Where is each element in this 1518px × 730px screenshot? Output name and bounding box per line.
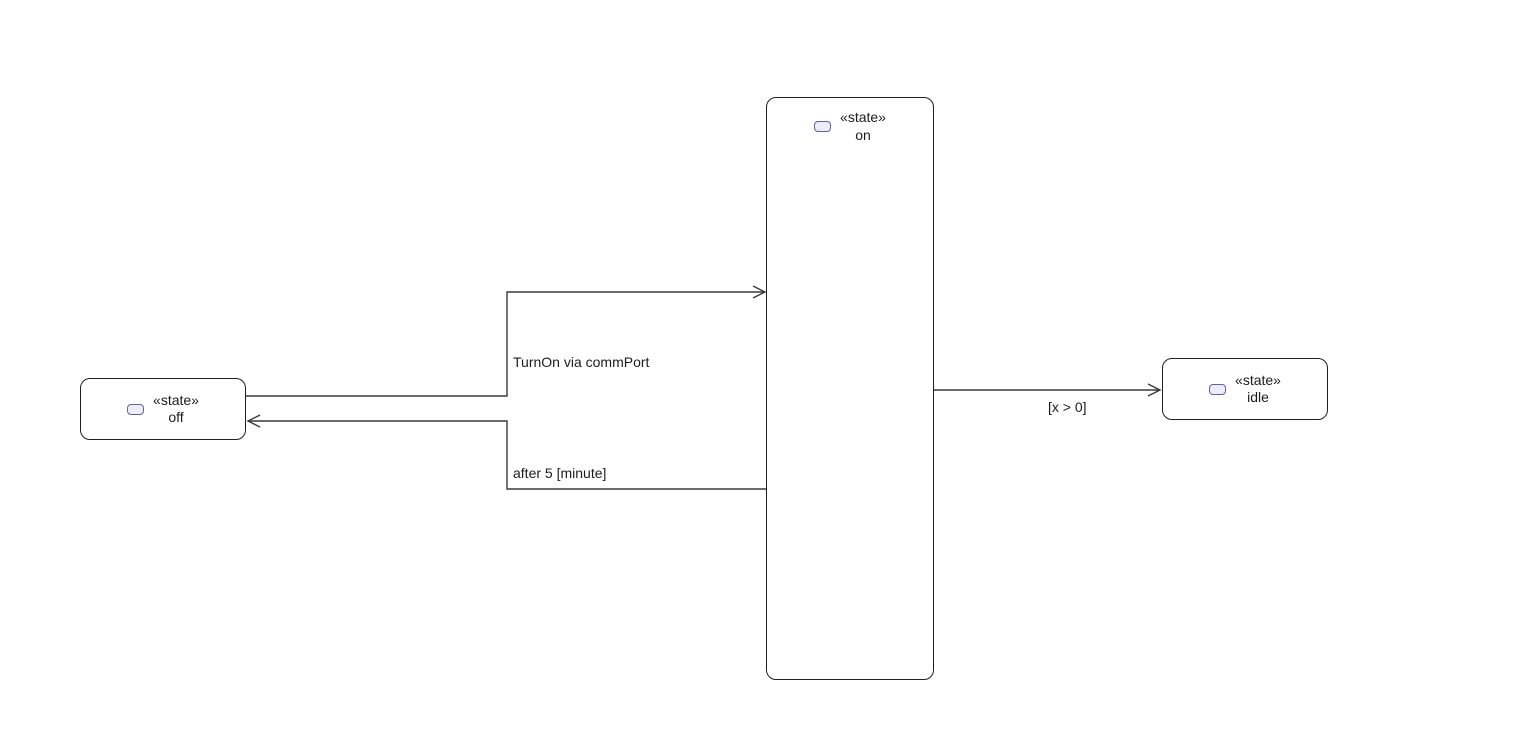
- state-name: on: [855, 126, 871, 143]
- arrowhead-icon: [1147, 383, 1162, 397]
- state-on[interactable]: «state» on: [766, 97, 934, 680]
- state-idle-header: «state» idle: [1209, 372, 1281, 407]
- transition-on-to-idle[interactable]: [934, 383, 1162, 397]
- transition-label-after-5-minute[interactable]: after 5 [minute]: [513, 465, 607, 481]
- state-stereotype: «state»: [1235, 371, 1281, 388]
- state-icon: [127, 403, 145, 415]
- state-name: off: [168, 409, 184, 425]
- state-stereotype: «state»: [840, 109, 886, 125]
- arrowhead-icon: [246, 414, 261, 428]
- transition-on-to-off[interactable]: [246, 414, 766, 490]
- transition-off-to-on[interactable]: [246, 285, 767, 397]
- state-icon: [814, 121, 832, 132]
- state-name: idle: [1247, 389, 1269, 405]
- state-off[interactable]: «state» off: [80, 378, 246, 440]
- state-icon: [1209, 383, 1227, 395]
- transition-label-turnon-via-commport[interactable]: TurnOn via commPort: [513, 354, 650, 370]
- state-off-header: «state» off: [127, 392, 199, 427]
- transition-label-x-gt-0[interactable]: [x > 0]: [1048, 399, 1087, 415]
- state-on-header: «state» on: [814, 109, 886, 144]
- arrowhead-icon: [752, 285, 767, 299]
- state-idle[interactable]: «state» idle: [1162, 358, 1328, 420]
- state-stereotype: «state»: [153, 391, 199, 408]
